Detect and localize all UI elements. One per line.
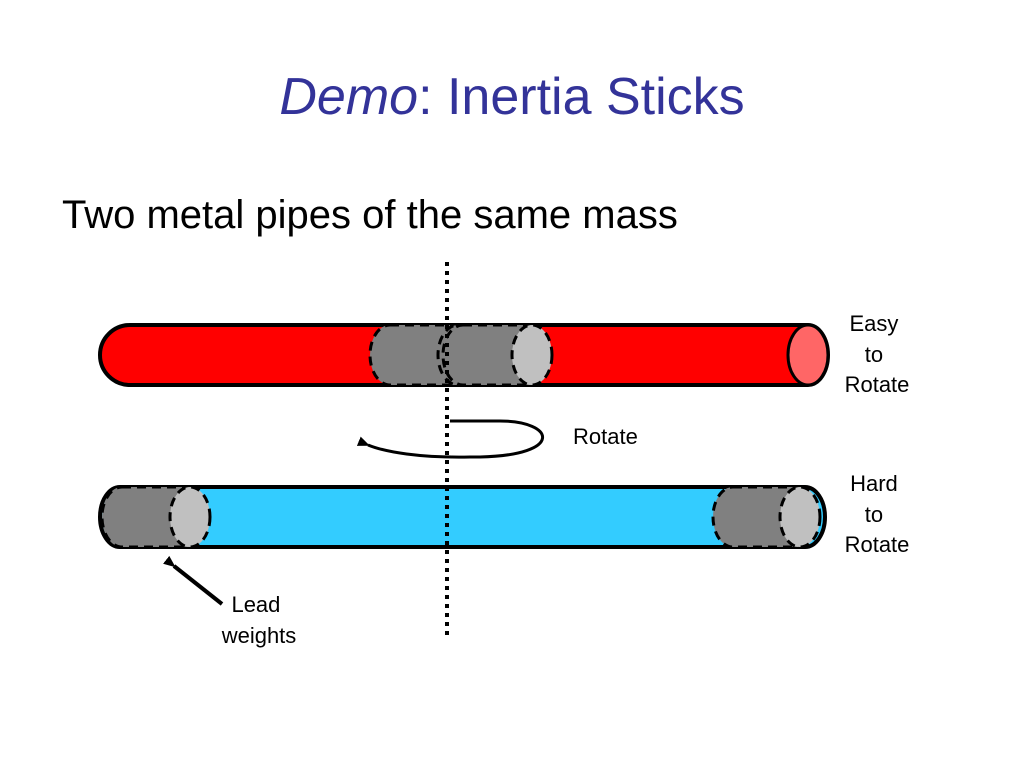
rotate-label: Rotate (573, 424, 638, 449)
easy-to-rotate-label: Easy to Rotate (845, 311, 910, 397)
hard-label-line-2: to (865, 502, 883, 527)
hard-label-line-1: Hard (850, 471, 898, 496)
easy-label-line-2: to (865, 342, 883, 367)
title-emphasis: Demo (279, 68, 419, 126)
easy-label-line-3: Rotate (845, 372, 910, 397)
lead-weights-line-1: Lead (231, 592, 280, 617)
subtitle-text: Two metal pipes of the same mass (62, 193, 678, 237)
hard-to-rotate-label: Hard to Rotate (845, 471, 910, 557)
bottom-left-weight (100, 485, 212, 549)
slide-title: Demo: Inertia Sticks (0, 62, 1024, 132)
bottom-right-weight (711, 485, 822, 549)
lead-weights-arrow (163, 555, 224, 606)
rotate-arrow (356, 419, 544, 459)
easy-label-line-1: Easy (849, 311, 898, 336)
top-right-weight (441, 323, 554, 387)
lead-weights-line-2: weights (221, 623, 297, 648)
title-rest: : Inertia Sticks (418, 68, 745, 126)
lead-weights-label: Lead weights (221, 592, 297, 648)
hard-label-line-3: Rotate (845, 532, 910, 557)
